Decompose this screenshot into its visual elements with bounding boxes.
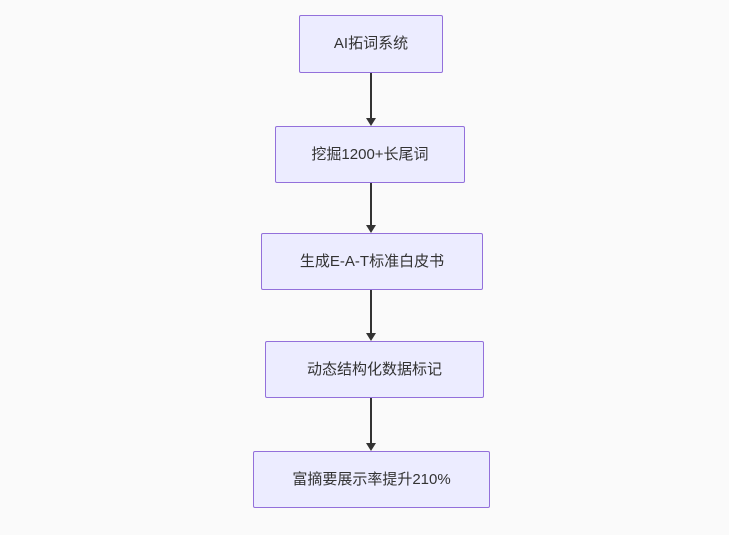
arrow-line bbox=[370, 183, 372, 227]
arrow-c-to-d bbox=[365, 290, 377, 341]
flow-node-label: 富摘要展示率提升210% bbox=[292, 470, 451, 488]
flow-node-structured-data-markup: 动态结构化数据标记 bbox=[265, 341, 484, 398]
arrowhead-down-icon bbox=[366, 118, 376, 126]
flow-node-eat-whitepaper: 生成E-A-T标准白皮书 bbox=[261, 233, 483, 290]
flow-node-label: 挖掘1200+长尾词 bbox=[311, 145, 429, 163]
arrowhead-down-icon bbox=[366, 225, 376, 233]
arrow-d-to-e bbox=[365, 398, 377, 451]
flow-node-label: 动态结构化数据标记 bbox=[306, 360, 442, 378]
flow-node-ai-keyword-system: AI拓词系统 bbox=[299, 15, 443, 73]
flow-node-label: AI拓词系统 bbox=[333, 35, 409, 52]
flow-node-rich-snippet-result: 富摘要展示率提升210% bbox=[253, 451, 490, 508]
flow-node-longtail-mining: 挖掘1200+长尾词 bbox=[275, 126, 465, 183]
arrowhead-down-icon bbox=[366, 333, 376, 341]
arrow-line bbox=[370, 290, 372, 335]
arrow-b-to-c bbox=[365, 183, 377, 233]
arrow-line bbox=[370, 73, 372, 120]
arrowhead-down-icon bbox=[366, 443, 376, 451]
flow-node-label: 生成E-A-T标准白皮书 bbox=[299, 252, 445, 270]
arrow-line bbox=[370, 398, 372, 445]
arrow-a-to-b bbox=[365, 73, 377, 126]
